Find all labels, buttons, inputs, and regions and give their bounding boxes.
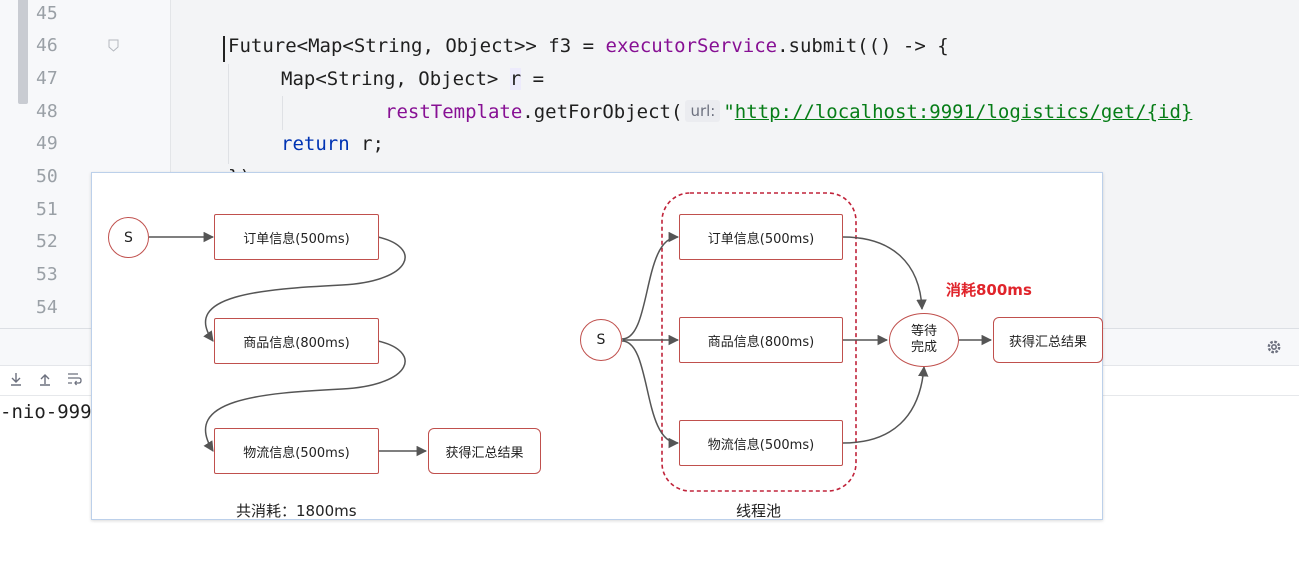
start-node-right: S [580,319,622,361]
order-info-node-right: 订单信息(500ms) [679,214,843,260]
gutter-separator [170,0,171,328]
logistics-info-node-left: 物流信息(500ms) [214,428,379,474]
arrow-logistics-to-wait [842,365,929,444]
gear-icon[interactable] [1265,338,1283,356]
scroll-marker [18,0,28,104]
thread-pool-outline [661,192,857,492]
code-submit-call: .submit(() -> { [777,35,949,57]
arrow-order-to-wait [842,236,927,311]
line-number: 45 [36,3,58,24]
code-line-49[interactable]: return r; [281,128,384,160]
wait-label-line1: 等待 [910,324,937,339]
result-node-right: 获得汇总结果 [993,317,1103,363]
arrow-order-to-goods [203,236,406,342]
code-quote: " [723,101,735,123]
line-number: 54 [36,297,58,318]
result-node-left: 获得汇总结果 [428,428,541,474]
code-declaration: Future<Map<String, Object>> f3 = [228,35,606,57]
order-info-node-left: 订单信息(500ms) [214,214,379,260]
parallel-cost-label: 消耗800ms [946,281,1032,299]
line-number: 47 [36,68,58,89]
code-get-call: .getForObject( [522,101,683,123]
soft-wrap-icon[interactable] [66,371,82,387]
code-executor-var: executorService [605,35,778,57]
line-number: 52 [36,231,58,252]
arrow-s-to-logistics-parallel [621,340,680,449]
logistics-info-node-right: 物流信息(500ms) [679,420,843,466]
upload-icon[interactable] [37,371,53,387]
line-number: 49 [36,133,58,154]
code-assign: = [521,68,545,90]
fold-icon[interactable] [108,39,119,52]
indent-guide [282,96,283,130]
thread-pool-caption: 线程池 [736,502,782,520]
arrow-s-to-order-parallel [621,231,680,340]
concurrency-diagram: S 订单信息(500ms) 商品信息(800ms) 物流信息(500ms) 获得… [91,172,1103,520]
goods-info-node-left: 商品信息(800ms) [214,318,379,364]
line-number: 53 [36,264,58,285]
text-caret [223,36,225,62]
code-return-value: r; [361,133,384,155]
code-url-string[interactable]: http://localhost:9991/logistics/get/{id} [734,101,1193,123]
arrow-goods-to-logistics [203,340,406,452]
code-return-keyword: return [281,133,362,155]
param-hint: url: [685,100,721,122]
code-line-48[interactable]: restTemplate.getForObject(url:"http://lo… [385,96,1192,128]
line-number: 46 [36,35,58,56]
wait-complete-node: 等待 完成 [889,313,959,367]
diagram-connectors [149,192,993,492]
code-line-46[interactable]: Future<Map<String, Object>> f3 = executo… [228,30,949,62]
total-cost-caption: 共消耗：1800ms [236,502,357,520]
start-node-left: S [108,217,149,258]
line-number: 48 [36,101,58,122]
download-icon[interactable] [8,371,24,387]
line-number: 50 [36,166,58,187]
wait-label-line2: 完成 [910,340,937,355]
code-rest-template: restTemplate [385,101,523,123]
goods-info-node-right: 商品信息(800ms) [679,317,843,363]
code-line-47[interactable]: Map<String, Object> r = [281,63,544,95]
code-type: Map<String, Object> [281,68,510,90]
code-var-r: r [509,68,522,90]
indent-guide [228,64,229,164]
line-number: 51 [36,199,58,220]
console-output: -nio-999 [0,401,92,423]
